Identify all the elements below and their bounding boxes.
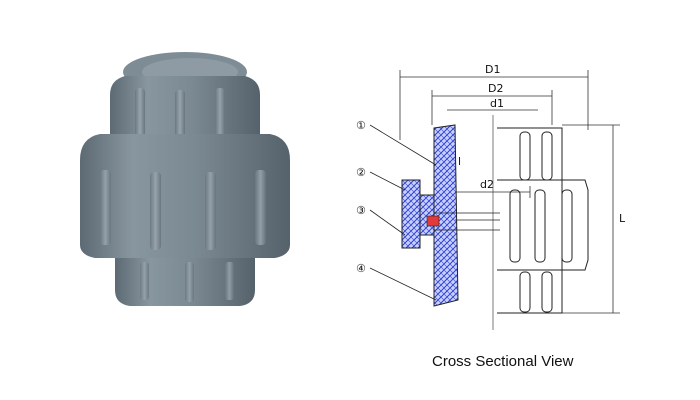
label-small-l: l xyxy=(458,155,461,168)
label-D2: D2 xyxy=(488,82,503,95)
o-ring-seal xyxy=(426,215,440,227)
dimension-d2 xyxy=(455,186,531,198)
hatched-end-section xyxy=(433,124,459,307)
dimension-D2 xyxy=(431,90,553,125)
callout-3: ③ xyxy=(356,204,366,217)
callout-2: ② xyxy=(356,166,366,179)
pvc-union-photo xyxy=(80,52,290,306)
callout-leaders xyxy=(369,124,437,301)
caption: Cross Sectional View xyxy=(432,353,574,370)
label-d2-inner: d2 xyxy=(480,178,494,191)
label-d1-inner: d1 xyxy=(490,97,504,110)
collar-section xyxy=(419,194,435,236)
callout-1: ① xyxy=(356,119,366,132)
lower-ribs xyxy=(140,262,234,302)
collar-ribs xyxy=(100,170,266,250)
dimension-L xyxy=(562,124,620,314)
exterior-outline xyxy=(497,127,589,314)
label-L: L xyxy=(619,212,626,225)
upper-nut-ribs xyxy=(135,88,225,150)
union-nut-section xyxy=(401,179,421,249)
joint-lines xyxy=(434,212,500,231)
dimension-D1 xyxy=(399,70,589,140)
callout-4: ④ xyxy=(356,262,366,275)
label-D1: D1 xyxy=(485,63,500,76)
middle-collar xyxy=(80,134,290,258)
cross-section-drawing: D1 D2 d1 d2 l L xyxy=(356,63,626,330)
